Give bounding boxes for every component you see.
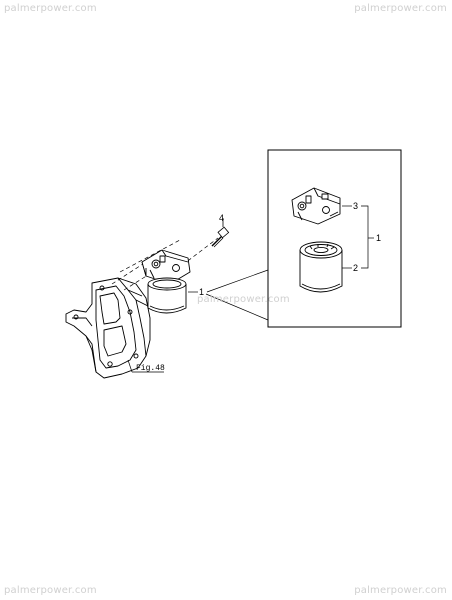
watermark-top-left: palmerpower.com	[4, 3, 97, 14]
callout-assembly-main: 1	[199, 287, 204, 297]
leader-lines	[127, 269, 269, 373]
detail-box	[267, 149, 402, 328]
filter-element	[147, 277, 187, 314]
callout-detail-assembly: 1	[376, 233, 381, 243]
watermark-top-right: palmerpower.com	[354, 3, 447, 14]
filter-head	[141, 249, 191, 285]
callout-bolt: 4	[219, 213, 224, 223]
figure-reference: Fig.48	[136, 364, 165, 373]
callout-detail-head: 3	[353, 201, 358, 211]
detail-filter-head	[291, 187, 341, 225]
detail-filter-element	[299, 241, 343, 293]
callout-detail-element: 2	[353, 263, 358, 273]
watermark-bottom-right: palmerpower.com	[354, 585, 447, 596]
detail-leader-lines	[342, 205, 374, 269]
watermark-bottom-left: palmerpower.com	[4, 585, 97, 596]
watermark-center: palmerpower.com	[197, 294, 290, 305]
mounting-bracket	[65, 277, 151, 379]
bolt	[211, 218, 230, 248]
